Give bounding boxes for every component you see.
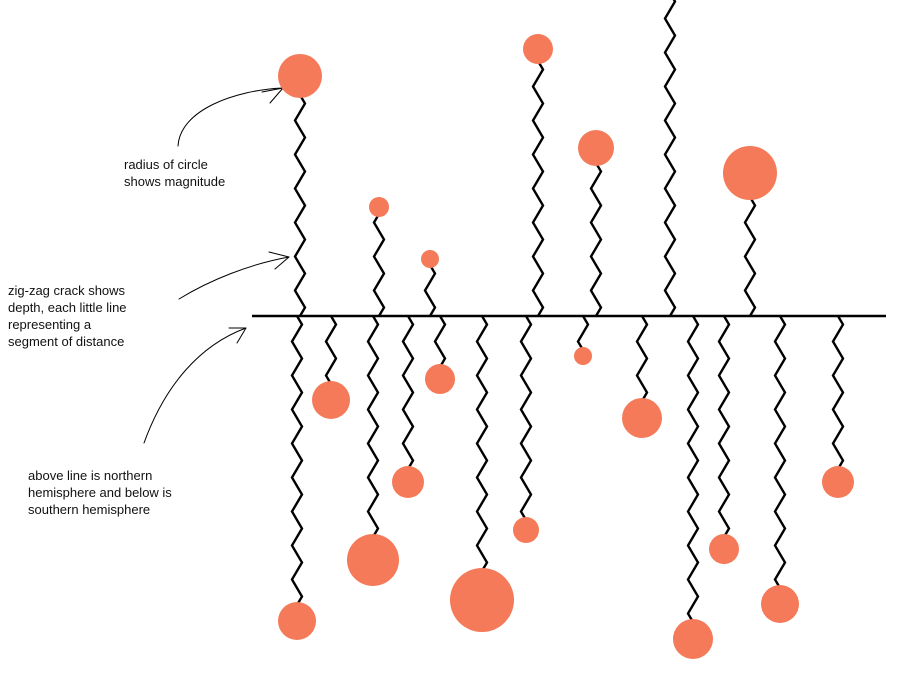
magnitude-circle-19 [761,585,799,623]
depth-crack-4 [531,60,545,317]
depth-crack-8 [290,315,304,606]
hemisphere-arrow [143,327,247,444]
depth-crack-15 [576,315,590,351]
magnitude-circle-7 [723,146,777,200]
depth-crack-11 [401,315,415,470]
depth-crack-13 [475,315,489,572]
depth-crack-5 [589,162,603,317]
magnitude-circle-1 [278,54,322,98]
depth-crack-17 [686,315,700,623]
magnitude-circle-14 [513,517,539,543]
annotation-arrows [143,87,290,444]
magnitude-circle-8 [278,602,316,640]
magnitude-circle-18 [709,534,739,564]
depth-crack-6 [663,0,677,317]
depth-crack-1 [293,94,307,317]
depth-crack-20 [831,315,845,470]
depth-crack-16 [635,315,649,402]
depth-crack-18 [717,315,731,538]
magnitude-circle-5 [578,130,614,166]
crack-arrow [178,256,290,300]
radius-arrow [177,87,284,147]
magnitude-circle-16 [622,398,662,438]
magnitude-circle-2 [369,197,389,217]
magnitude-circle-13 [450,568,514,632]
depth-crack-7 [743,196,757,317]
magnitude-circle-20 [822,466,854,498]
hemisphere-arrowhead [228,327,247,344]
depth-crack-10 [366,315,380,538]
magnitude-circle-3 [421,250,439,268]
radius-annotation: radius of circle shows magnitude [124,157,226,189]
depth-crack-9 [324,315,338,385]
crack-annotation: zig-zag crack shows depth, each little l… [8,283,127,349]
depth-crack-19 [773,315,787,589]
depth-crack-12 [433,315,447,368]
magnitude-circle-9 [312,381,350,419]
magnitude-circle-4 [523,34,553,64]
magnitude-circle-10 [347,534,399,586]
earthquake-markers [278,0,854,659]
magnitude-circle-17 [673,619,713,659]
magnitude-circle-11 [392,466,424,498]
magnitude-circle-15 [574,347,592,365]
hemisphere-annotation: above line is northern hemisphere and be… [28,468,172,517]
radius-arrowhead [261,87,284,104]
magnitude-circle-12 [425,364,455,394]
depth-crack-3 [423,264,437,317]
crack-arrowhead [268,251,290,270]
depth-crack-14 [519,315,533,521]
depth-crack-2 [372,213,386,317]
